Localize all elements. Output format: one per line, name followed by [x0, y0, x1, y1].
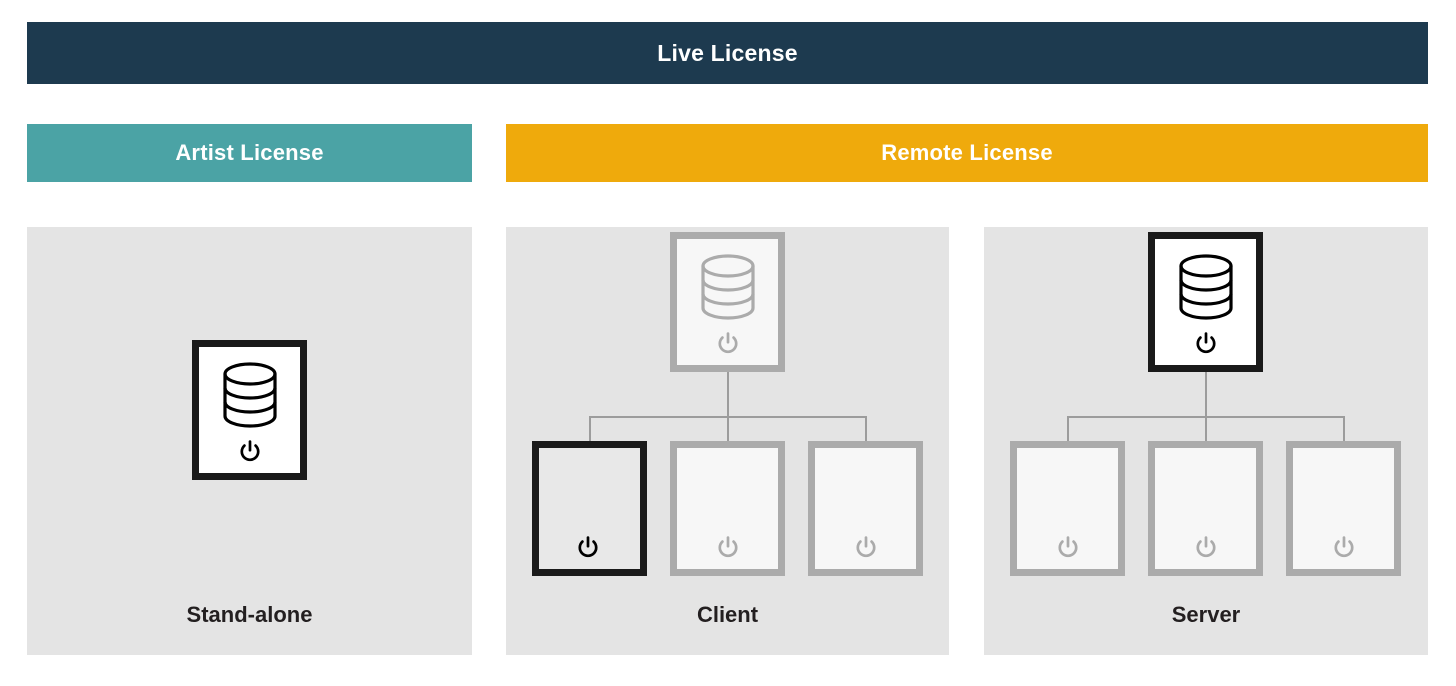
node-client-3	[1286, 441, 1401, 576]
connector-stem	[1205, 372, 1207, 417]
remote-license-bar: Remote License	[506, 124, 1428, 182]
power-icon	[1195, 536, 1217, 559]
connector-drop-center	[727, 416, 729, 442]
database-icon	[220, 361, 280, 429]
node-client-1-active	[532, 441, 647, 576]
panel-title-server: Server	[1171, 602, 1241, 627]
power-icon	[1333, 536, 1355, 559]
power-icon	[239, 440, 261, 463]
panel-title-client: Client	[696, 602, 759, 627]
database-icon	[1176, 253, 1236, 321]
connector-drop-right	[865, 416, 867, 442]
power-icon	[717, 332, 739, 355]
node-database-server-standalone	[192, 340, 307, 480]
node-client-1	[1010, 441, 1125, 576]
artist-license-label: Artist License	[175, 140, 324, 165]
panel-client: Client	[506, 227, 949, 655]
panel-server: Server	[984, 227, 1428, 655]
connector-drop-left	[1067, 416, 1069, 442]
power-icon	[855, 536, 877, 559]
artist-license-bar: Artist License	[27, 124, 472, 182]
power-icon	[1057, 536, 1079, 559]
banner-title: Live License	[657, 39, 798, 66]
connector-stem	[727, 372, 729, 417]
node-client-2	[670, 441, 785, 576]
node-client-2	[1148, 441, 1263, 576]
live-license-banner: Live License	[27, 22, 1428, 84]
connector-drop-left	[589, 416, 591, 442]
connector-drop-right	[1343, 416, 1345, 442]
power-icon	[577, 536, 599, 559]
panel-stand-alone: Stand-alone	[27, 227, 472, 655]
panel-title-stand-alone: Stand-alone	[186, 602, 313, 627]
power-icon	[1195, 332, 1217, 355]
remote-license-label: Remote License	[881, 140, 1053, 165]
database-icon	[698, 253, 758, 321]
power-icon	[717, 536, 739, 559]
node-database-server-active	[1148, 232, 1263, 372]
connector-drop-center	[1205, 416, 1207, 442]
node-client-3	[808, 441, 923, 576]
node-database-server-client	[670, 232, 785, 372]
